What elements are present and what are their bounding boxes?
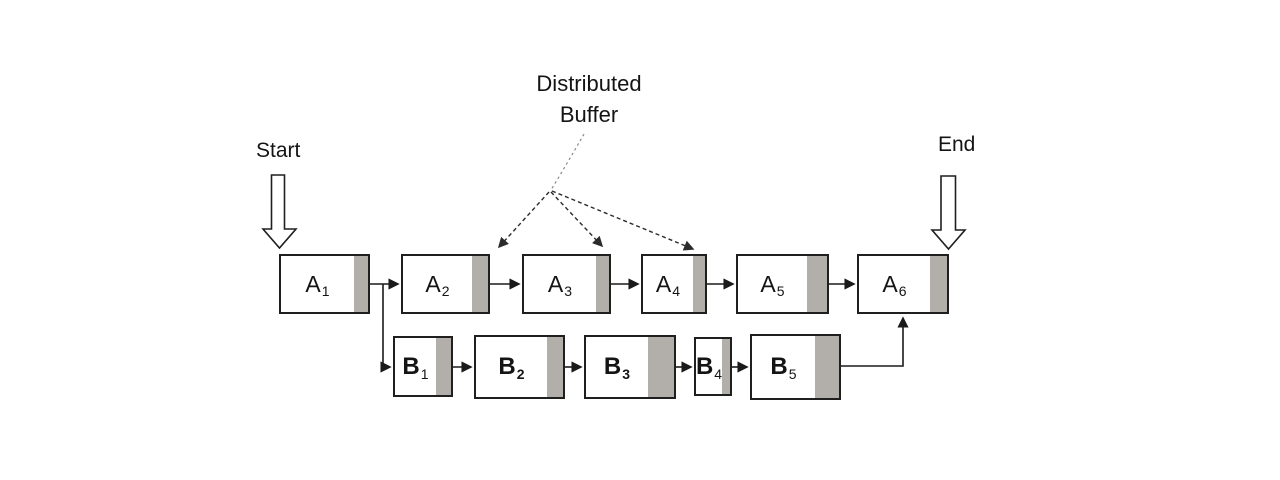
- edge-a1-b1: [380, 284, 392, 373]
- dashed-arrow-to-a4-buffer: [551, 190, 695, 251]
- start-label: Start: [256, 139, 301, 162]
- buffer-strip-a3: [596, 256, 609, 312]
- end-block-arrow: [930, 175, 967, 251]
- buffer-strip-b1: [436, 338, 451, 395]
- buffer-strip-b2: [547, 337, 563, 397]
- dashed-arrow-to-a2-buffer: [497, 191, 550, 249]
- buffer-strip-b3: [648, 337, 674, 397]
- buffer-strip-b4: [722, 339, 730, 394]
- end-label: End: [938, 133, 976, 156]
- distributed-buffer-label-line2: Buffer: [559, 102, 619, 127]
- annotation-leader-line: [550, 133, 585, 191]
- buffer-strip-a6: [930, 256, 947, 312]
- start-block-arrow: [261, 174, 298, 250]
- buffer-strip-a2: [472, 256, 488, 312]
- buffer-strip-a1: [354, 256, 368, 312]
- buffer-strip-a5: [807, 256, 827, 312]
- distributed-buffer-label-line1: Distributed: [536, 71, 642, 96]
- dashed-arrow-to-a3-buffer: [550, 191, 604, 248]
- buffer-strip-b5: [815, 336, 839, 398]
- distributed-buffer-label: Distributed Buffer: [504, 68, 674, 130]
- buffer-strip-a4: [693, 256, 705, 312]
- edge-b5-a6: [841, 316, 909, 367]
